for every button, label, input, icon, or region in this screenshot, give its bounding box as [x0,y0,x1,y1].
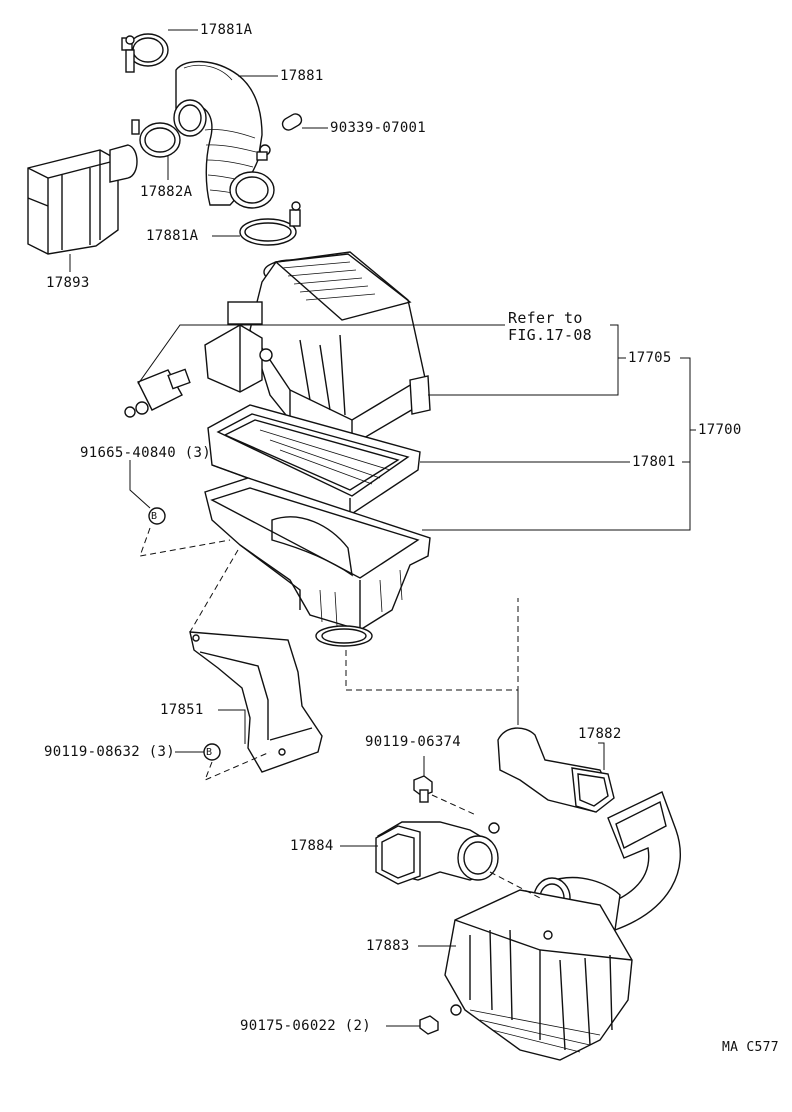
bolt-06374-icon [413,775,433,803]
label-91665: 91665-40840 (3) [80,445,211,461]
bolt-06022-icon [419,1015,439,1035]
label-90175: 90175-06022 (2) [240,1018,371,1034]
hose-clamp-17882A-icon [131,119,181,158]
callout-b-1: B [151,511,158,522]
label-17883: 17883 [366,938,410,954]
label-17882A: 17882A [140,184,193,200]
air-hose-icon [173,60,275,209]
callout-b-2: B [206,747,213,758]
label-fig-ref: FIG.17-08 [508,326,592,344]
resonator-assy-icon [444,791,681,1061]
label-90119-08632: 90119-08632 (3) [44,744,175,760]
hose-clamp-top-icon [121,33,169,73]
air-cleaner-case-icon [204,477,431,647]
label-refer-to: Refer to [508,309,583,327]
label-90119-06374: 90119-06374 [365,734,462,750]
sensor-icon [124,368,191,418]
label-17882: 17882 [578,726,622,742]
label-17705: 17705 [628,350,672,366]
label-17881: 17881 [280,68,324,84]
leader-lines [69,29,696,1027]
label-17881A-top: 17881A [200,22,253,38]
label-17801: 17801 [632,454,676,470]
plug-icon [281,113,303,131]
label-90339: 90339-07001 [330,120,427,136]
label-17893: 17893 [46,275,90,291]
bracket-icon [189,631,323,773]
diagram-code: MA C577 [722,1040,779,1055]
intake-duct-icon [497,727,615,813]
air-cleaner-cap-icon [204,251,431,446]
label-17884: 17884 [290,838,334,854]
callout-b-circles [148,507,221,761]
label-17700: 17700 [698,422,742,438]
hose-clamp-bottom-icon [239,201,301,246]
label-17851: 17851 [160,702,204,718]
label-17881A-bottom: 17881A [146,228,199,244]
duct-17884-icon [375,821,500,885]
resonator-icon [27,144,138,255]
